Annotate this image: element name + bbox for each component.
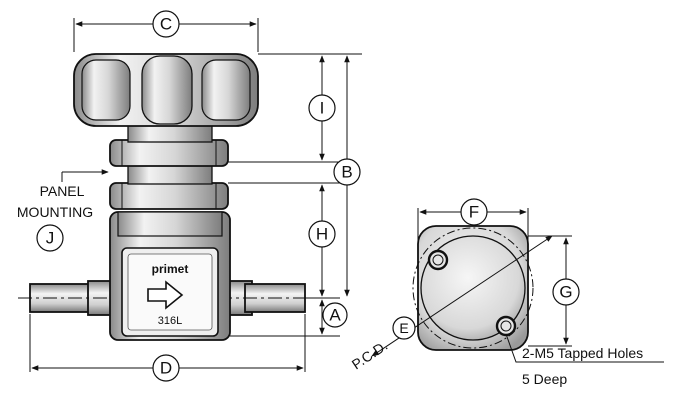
svg-text:J: J — [46, 229, 55, 248]
body-neck — [117, 211, 223, 237]
lower-nut — [109, 182, 229, 210]
dimension-f-bubble: F — [460, 198, 488, 226]
top-view: P.C.D. 2-M5 Tapped Holes 5 Deep — [349, 208, 664, 387]
svg-text:G: G — [559, 283, 572, 302]
svg-text:B: B — [341, 163, 352, 182]
svg-text:F: F — [469, 203, 479, 222]
panel-mounting-label-line2: MOUNTING — [17, 204, 93, 220]
dimension-b-bubble: B — [333, 158, 361, 186]
dimension-h-bubble: H — [308, 220, 336, 248]
dimension-i-bubble: I — [308, 94, 336, 122]
dimension-e-bubble: E — [392, 316, 416, 340]
dimension-d-bubble: D — [152, 354, 180, 382]
svg-text:C: C — [160, 15, 172, 34]
flow-arrow-icon — [147, 280, 184, 310]
tapped-hole-icon — [495, 315, 517, 337]
svg-text:A: A — [329, 306, 341, 325]
panel-mounting-label-line1: PANEL — [40, 183, 85, 199]
dimension-j-bubble: J — [36, 224, 64, 252]
svg-text:I: I — [320, 99, 325, 118]
front-view: primet 316L — [17, 18, 362, 372]
dimension-a-bubble: A — [322, 302, 348, 328]
tapped-holes-depth-label: 5 Deep — [522, 371, 567, 387]
dimension-g-bubble: G — [552, 278, 580, 306]
tapped-holes-label: 2-M5 Tapped Holes — [522, 345, 643, 361]
svg-text:E: E — [399, 320, 408, 336]
svg-text:D: D — [160, 359, 172, 378]
material-label: 316L — [158, 315, 182, 327]
brand-label: primet — [152, 262, 189, 276]
upper-nut — [109, 139, 229, 167]
svg-text:H: H — [316, 225, 328, 244]
pcd-label: P.C.D. — [349, 337, 391, 372]
tapped-hole-icon — [427, 249, 449, 271]
dimension-c-bubble: C — [152, 10, 180, 38]
